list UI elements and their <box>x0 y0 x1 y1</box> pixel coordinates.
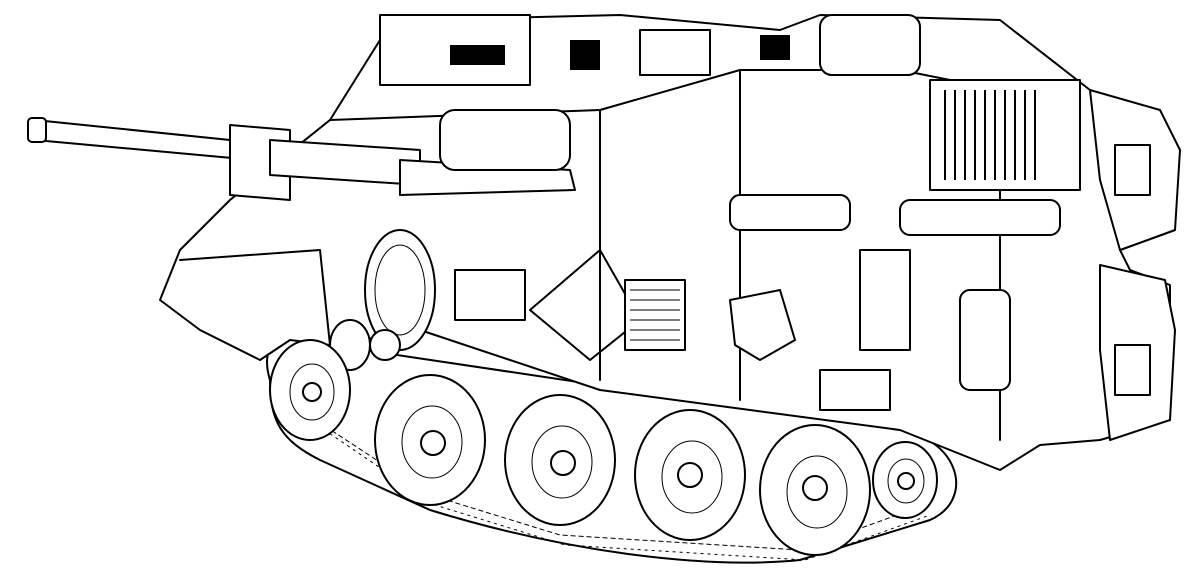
road-wheel <box>759 424 871 556</box>
side-armor-boxes <box>1089 89 1181 441</box>
road-wheel <box>374 374 486 506</box>
internal-components <box>329 109 1061 411</box>
main-gun <box>27 117 576 201</box>
road-wheel <box>504 394 616 526</box>
road-wheels <box>269 339 938 556</box>
road-wheel <box>634 409 746 541</box>
drive-sprocket <box>872 441 938 519</box>
engine-deck-grilles <box>379 14 1081 191</box>
idler-wheel <box>269 339 351 441</box>
